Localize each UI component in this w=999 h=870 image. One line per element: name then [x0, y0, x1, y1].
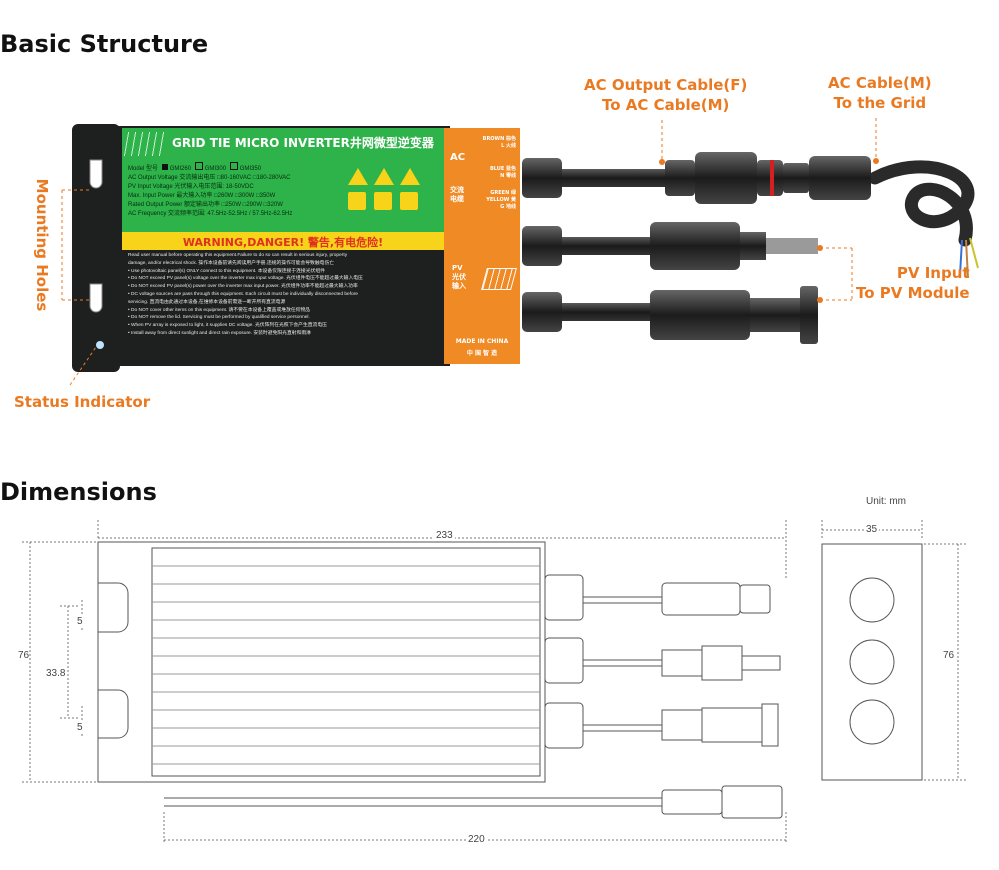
spec-value: 350W	[259, 193, 276, 199]
pv-panel-icon	[481, 268, 517, 290]
ac-grid-connector-male	[783, 156, 871, 200]
warning-line: • Install away from direct sunlight and …	[128, 330, 311, 336]
inverter-label-orange: AC 交流 电缆 BROWN 棕色 L 火线 BLUE 蓝色 N 零线 GREE…	[444, 128, 520, 364]
callout-ac-cable: AC Cable(M) To the Grid	[828, 73, 932, 113]
callout-leaders	[61, 118, 877, 386]
body-outline	[97, 541, 546, 783]
warning-line: • Do NOT exceed PV panel(s) voltage over…	[128, 276, 363, 282]
callout-pv-input-line1: PV Input	[896, 264, 970, 282]
pv-connector-male	[650, 222, 818, 270]
keep-dry-icon	[400, 192, 418, 210]
spec-label-1: PV Input Voltage 光伏输入电压范围: 18-50VDC	[128, 184, 254, 190]
callout-pv-input: PV Input To PV Module	[856, 263, 970, 303]
spec-value: 250W	[225, 202, 242, 208]
warning-line: • When PV array is exposed to light, it …	[128, 323, 327, 329]
heading-dimensions: Dimensions	[0, 478, 157, 506]
warning-line: • DC voltage sources are pass through th…	[128, 291, 358, 297]
label-title: GRID TIE MICRO INVERTER井网微型逆变器	[172, 136, 434, 150]
mounting-slot-top	[98, 582, 129, 633]
dim-slot-top: 5	[77, 616, 83, 627]
callout-pv-input-line2: To PV Module	[856, 284, 970, 302]
spec-value: 260W	[217, 193, 234, 199]
mounting-slot-bottom	[98, 689, 129, 739]
callout-ac-cable-line1: AC Cable(M)	[828, 74, 932, 92]
spec-label-2: Max. Input Power 最大输入功率	[128, 193, 213, 199]
ac-tag: AC	[450, 152, 466, 163]
heading-basic-structure: Basic Structure	[0, 30, 209, 58]
heatsink-outline	[151, 547, 541, 777]
dim-side-height: 76	[942, 650, 956, 661]
no-disassembly-icon	[348, 192, 366, 210]
recycle-icon	[374, 192, 392, 210]
mounting-hole-bottom	[89, 283, 103, 313]
ac-output-connector-female	[665, 152, 783, 204]
cables	[540, 160, 979, 321]
ac-tag-cn: 交流 电缆	[450, 186, 464, 203]
warning-line: • Do NOT exceed PV panel(s) power over t…	[128, 284, 358, 290]
spec-label-3: Rated Output Power 额定输出功率	[128, 202, 221, 208]
spec-value: 300W	[238, 193, 255, 199]
warning-line: • Use photovoltaic panel(s) ONLY connect…	[128, 268, 325, 274]
high-voltage-icon	[348, 168, 368, 185]
warning-line: • Do NOT remove the lid. Servicing must …	[128, 315, 310, 321]
spec-value: 320W	[267, 202, 283, 208]
warning-icons	[344, 166, 440, 226]
model-2: GMI300	[204, 166, 227, 172]
warning-line: • Do NOT cover other items on this equip…	[128, 307, 311, 313]
made-in-china: MADE IN CHINA	[455, 338, 509, 345]
wire-blue-label: BLUE 蓝色 N 零线	[489, 166, 516, 179]
mounting-hole-top	[89, 159, 103, 189]
callout-status-indicator: Status Indicator	[14, 393, 151, 411]
dim-slot-bottom: 5	[77, 722, 83, 733]
hot-surface-icon	[374, 168, 394, 185]
pv-tag: PV 光伏 输入	[452, 264, 466, 290]
spec-value: 180-280VAC	[256, 175, 291, 181]
spec-label-0: AC Output Voltage 交流输出电压	[128, 175, 216, 181]
inverter-label-green: GRID TIE MICRO INVERTER井网微型逆变器 Model 型号 …	[122, 128, 444, 232]
status-indicator-led	[96, 341, 104, 349]
model-label: Model 型号	[128, 166, 159, 172]
pv-connector-female	[650, 286, 818, 344]
dim-length: 233	[434, 530, 455, 541]
callout-ac-cable-line2: To the Grid	[833, 94, 927, 112]
model-3: GMI350	[239, 166, 262, 172]
dim-cable-length: 220	[466, 834, 487, 845]
made-in-china-cn: 中 国 智 造	[466, 350, 498, 357]
side-view-outline	[821, 543, 923, 781]
callout-ac-output: AC Output Cable(F) To AC Cable(M)	[584, 75, 747, 115]
warning-banner: WARNING,DANGER! 警告,有电危险!	[122, 232, 444, 250]
dim-height: 76	[18, 650, 30, 661]
callout-ac-output-line1: AC Output Cable(F)	[584, 76, 748, 94]
cable-glands	[522, 158, 562, 332]
warning-line: servicing. 直流电由此通过本设备,在维修本设备前需逐一断开所有直流电源	[128, 299, 286, 305]
wire-green-label: GREEN 绿 YELLOW 黄 G 地线	[486, 190, 516, 210]
dim-hole-spacing: 33.8	[46, 668, 66, 679]
spec-label-4: AC Frequency 交流频率范围: 47.5Hz-52.5Hz / 57.…	[128, 211, 293, 217]
dim-unit: Unit: mm	[866, 496, 906, 507]
warning-text-block: Read user manual before operating this e…	[128, 252, 444, 360]
warning-title: WARNING,DANGER! 警告,有电危险!	[182, 236, 384, 249]
warning-line: Read user manual before operating this e…	[128, 253, 348, 258]
dim-side-width: 35	[864, 524, 880, 535]
callout-mounting-holes: Mounting Holes	[33, 178, 51, 312]
solar-panel-icon	[123, 132, 169, 156]
spec-value: 80-160VAC	[220, 175, 252, 181]
spec-value: 290W	[246, 202, 262, 208]
caution-icon	[400, 168, 420, 185]
warning-line: damage, and/or electrical shock. 操作本设备前请…	[128, 260, 335, 266]
wire-brown-label: BROWN 棕色 L 火线	[482, 136, 516, 149]
model-1: GMI260	[169, 166, 192, 172]
callout-ac-output-line2: To AC Cable(M)	[601, 96, 730, 114]
